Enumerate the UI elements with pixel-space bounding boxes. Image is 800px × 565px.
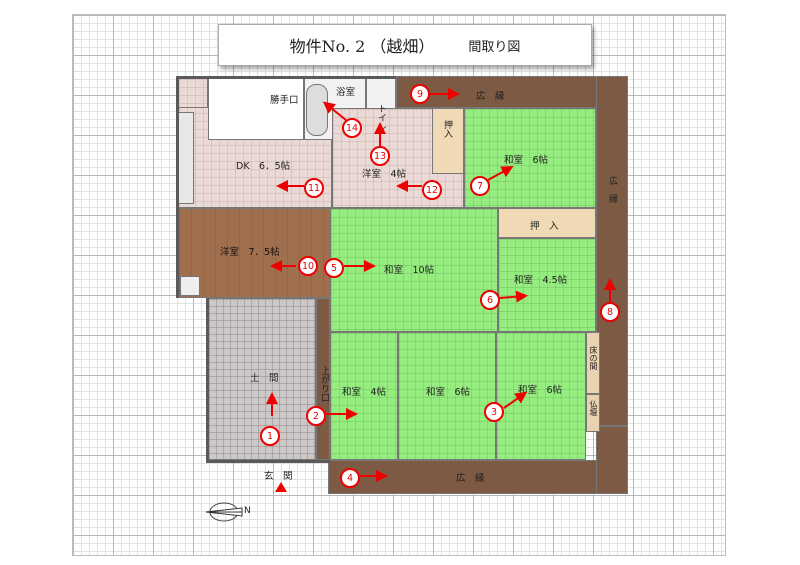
viewpoint-marker-11: 11	[304, 178, 324, 198]
washitsu-6-right-room	[496, 332, 586, 460]
label-washitsu-6-mid: 和室 6帖	[426, 387, 471, 398]
label-engawa-bottom: 広 縁	[456, 473, 485, 484]
label-butsuma: 仏壇	[589, 400, 598, 416]
engawa-corner	[596, 426, 628, 494]
label-agariguchi: 上がり口	[319, 366, 329, 402]
label-yoshitsu-75: 洋室 7．5帖	[220, 247, 280, 258]
compass-icon	[205, 502, 243, 522]
butsuma	[586, 394, 600, 432]
label-washitsu-45: 和室 4.5帖	[514, 275, 568, 286]
viewpoint-arrow-7	[487, 166, 514, 181]
katteguchi-area	[208, 78, 304, 140]
property-title: 物件No. 2 （越畑）	[289, 37, 435, 56]
viewpoint-marker-3: 3	[484, 402, 504, 422]
title-box: 物件No. 2 （越畑） 間取り図	[218, 24, 592, 66]
viewpoint-marker-4: 4	[340, 468, 360, 488]
outer-wall-top	[176, 76, 396, 79]
viewpoint-arrow-14	[322, 101, 347, 121]
viewpoint-marker-12: 12	[422, 180, 442, 200]
washitsu-45-room	[498, 238, 596, 332]
engawa-right	[596, 76, 628, 426]
label-katteguchi: 勝手口	[270, 95, 299, 106]
label-engawa-right: 広 縁	[607, 176, 617, 203]
floorplan-subtitle: 間取り図	[468, 39, 521, 55]
washitsu-6-mid-room	[398, 332, 496, 460]
washitsu-10-room	[330, 208, 498, 332]
viewpoint-marker-14: 14	[342, 118, 362, 138]
viewpoint-marker-7: 7	[470, 176, 490, 196]
washitsu-6-top-room	[464, 108, 596, 208]
viewpoint-marker-9: 9	[410, 84, 430, 104]
label-washitsu-4: 和室 4帖	[342, 387, 387, 398]
label-doma: 土 間	[250, 373, 279, 384]
viewpoint-arrow-6	[499, 290, 528, 303]
label-yoshitsu-4: 洋室 4帖	[362, 169, 407, 180]
label-dk: DK 6．5帖	[236, 161, 291, 172]
engawa-top	[396, 76, 628, 108]
oshiire-horizontal	[498, 208, 596, 238]
outer-wall-bottom	[206, 460, 330, 463]
label-oshiire-v: 押入	[442, 120, 452, 138]
label-engawa-top: 広 縁	[476, 91, 505, 102]
viewpoint-marker-8: 8	[600, 302, 620, 322]
washitsu-4-room	[330, 332, 398, 460]
label-bath: 浴室	[336, 87, 356, 98]
viewpoint-marker-2: 2	[306, 406, 326, 426]
outer-wall-left	[176, 76, 179, 298]
viewpoint-marker-1: 1	[260, 426, 280, 446]
viewpoint-marker-13: 13	[370, 146, 390, 166]
label-genkan: 玄 関	[264, 471, 293, 482]
label-washitsu-6-top: 和室 6帖	[504, 155, 549, 166]
compass-n-label: N	[244, 506, 251, 516]
label-oshiire-h: 押 入	[530, 221, 559, 232]
label-toilet: トイレ	[376, 104, 386, 131]
viewpoint-marker-10: 10	[298, 256, 318, 276]
viewpoint-marker-5: 5	[324, 258, 344, 278]
outer-wall-doma-left	[206, 298, 209, 462]
label-washitsu-6-right: 和室 6帖	[518, 385, 563, 396]
label-tokonoma: 床の間	[589, 346, 598, 370]
sink-fixture	[180, 276, 200, 296]
tokonoma	[586, 332, 600, 394]
yoshitsu-75-room	[178, 208, 330, 298]
oshiire-vertical	[432, 108, 464, 174]
entrance-triangle-icon	[275, 482, 287, 492]
label-washitsu-10: 和室 10帖	[384, 265, 435, 276]
viewpoint-arrow-3	[503, 391, 528, 409]
viewpoint-marker-6: 6	[480, 290, 500, 310]
